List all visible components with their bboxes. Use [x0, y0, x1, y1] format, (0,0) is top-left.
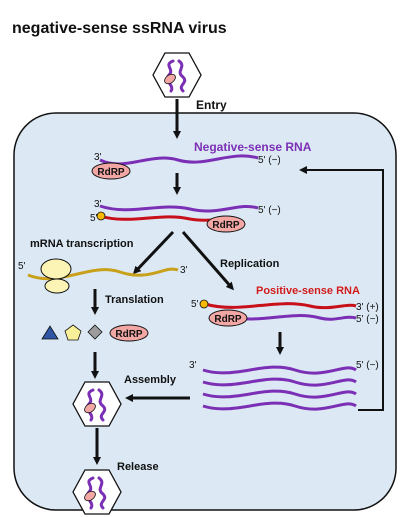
ribosome-large-subunit [40, 258, 72, 280]
progeny-genome [202, 401, 357, 411]
five-prime-neg-end-label: 5' (−) [258, 205, 281, 216]
three-prime-end-label: 3' [94, 152, 102, 163]
five-prime-end-label: 5' [18, 261, 26, 272]
triangle-protein-icon [41, 325, 59, 340]
new-negative-strand [224, 314, 357, 321]
to-mrna-arrow [132, 230, 175, 275]
recycle-genome-arrow [299, 166, 384, 411]
template-negative-strand [99, 204, 259, 213]
rdrp-enzyme [109, 324, 149, 342]
entry-label: Entry [196, 98, 227, 112]
to-replication-arrow [181, 231, 234, 291]
three-prime-end-label: 3' [180, 265, 188, 276]
rdrp-label: RdRP [97, 167, 125, 178]
negative-strand-genome [99, 154, 259, 166]
assembly-label: Assembly [124, 374, 177, 386]
five-prime-end-label: 5' [90, 213, 98, 224]
rdrp-enzyme [206, 215, 246, 233]
five-prime-cap-icon [199, 299, 209, 309]
virion-entering-icon [151, 51, 203, 99]
positive-sense-rna-label: Positive-sense RNA [256, 285, 360, 297]
pentagon-protein-icon [64, 324, 82, 341]
progeny-genome [202, 377, 357, 387]
translation-label: Translation [105, 294, 164, 306]
three-prime-pos-end-label: 3' (+) [356, 302, 379, 313]
five-prime-cap-icon [96, 211, 106, 221]
rdrp-enzyme [208, 309, 248, 327]
three-prime-end-label: 3' [189, 360, 197, 371]
negative-sense-rna-label: Negative-sense RNA [194, 140, 312, 154]
rdrp-enzyme [91, 162, 131, 180]
three-prime-end-label: 3' [94, 199, 102, 210]
five-prime-neg-end-label: 5' (−) [356, 314, 379, 325]
diagram-title: negative-sense ssRNA virus [12, 20, 227, 37]
ribosome-small-subunit [44, 278, 70, 294]
replication-label: Replication [220, 258, 280, 270]
progeny-genome [202, 389, 357, 399]
positive-strand-template [204, 302, 357, 310]
rdrp-label: RdRP [214, 314, 242, 325]
five-prime-end-label: 5' [191, 299, 199, 310]
rdrp-label: RdRP [212, 220, 240, 231]
release-label: Release [117, 461, 159, 473]
host-cell [13, 112, 397, 511]
diamond-protein-icon [87, 324, 103, 340]
five-prime-neg-end-label: 5' (−) [258, 155, 281, 166]
five-prime-neg-end-label: 5' (−) [356, 360, 379, 371]
mrna-transcription-label: mRNA transcription [30, 238, 134, 250]
rdrp-label: RdRP [115, 329, 143, 340]
progeny-genome [202, 365, 357, 375]
